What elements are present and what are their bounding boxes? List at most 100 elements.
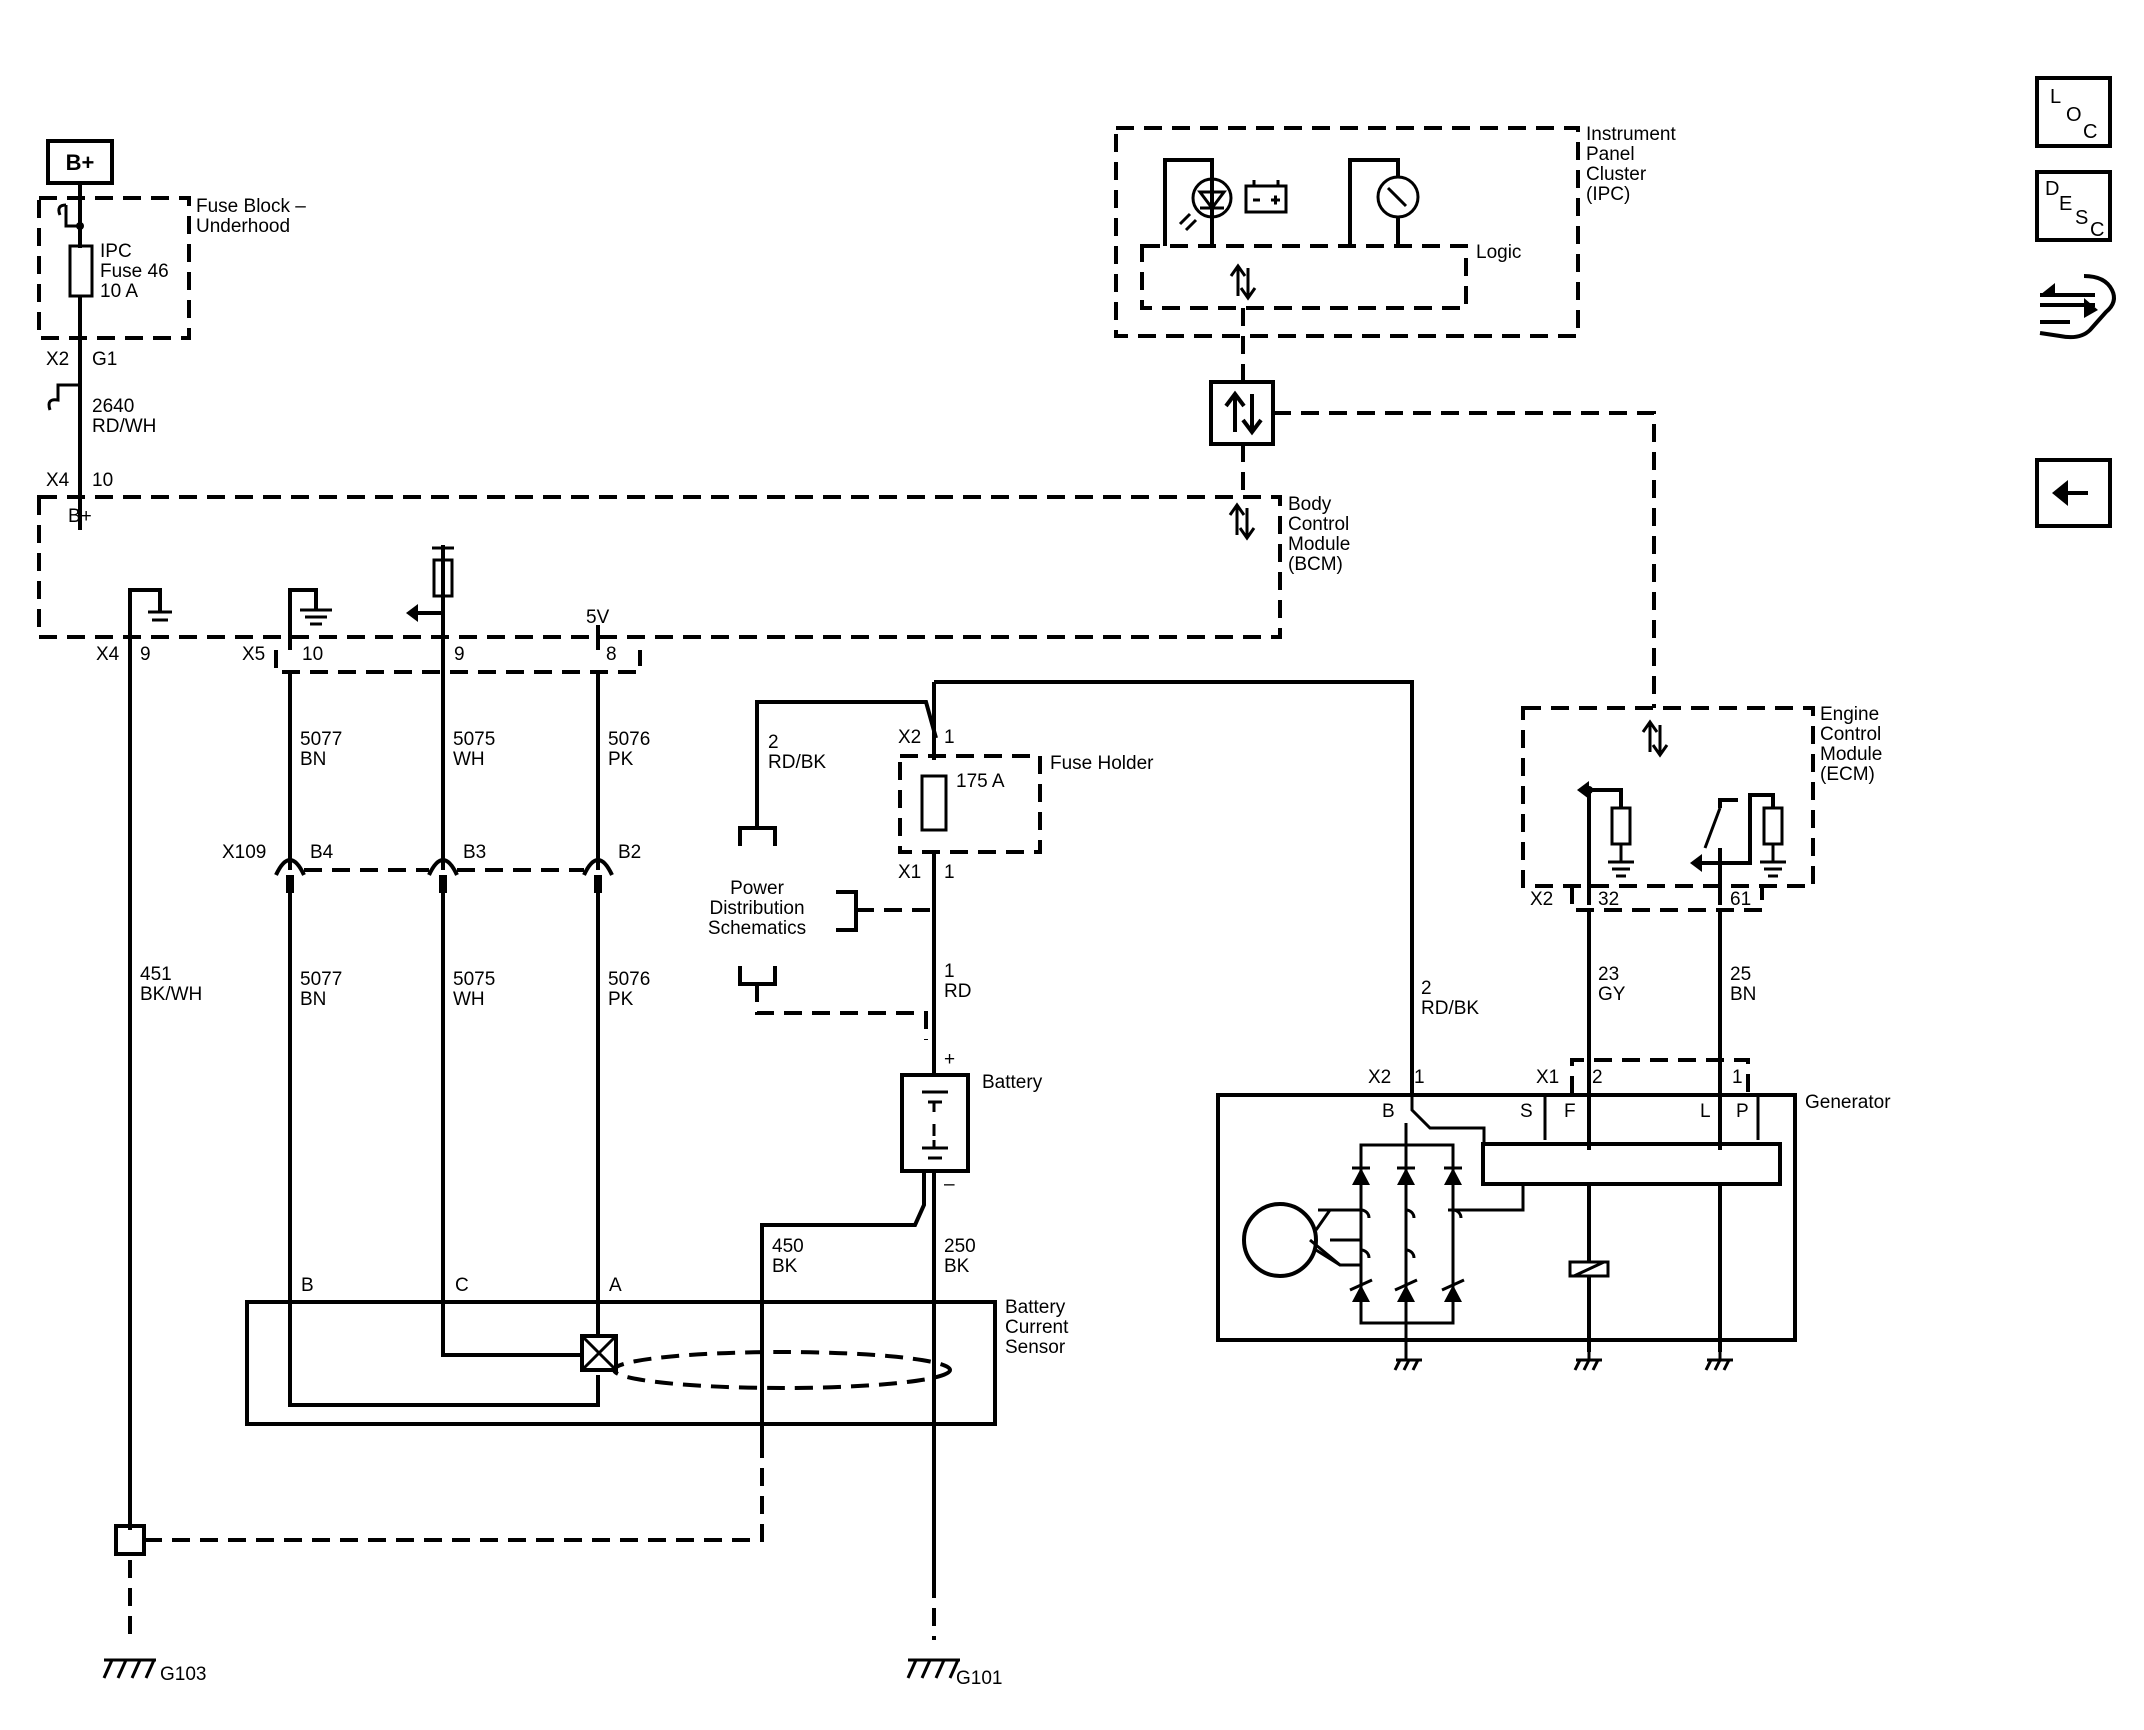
ipc-title: Instrument	[1586, 124, 1676, 145]
power-dist-label: Power	[730, 878, 785, 899]
x109-connector	[274, 858, 614, 876]
ipc-title: Panel	[1586, 144, 1635, 165]
battery-minus: –	[944, 1174, 955, 1195]
arrow-left-icon	[1690, 854, 1702, 872]
bcm-title: Body	[1288, 494, 1332, 515]
wire-number: 2	[768, 732, 779, 753]
wire-number: 5075	[453, 969, 495, 990]
pin-label: B	[301, 1275, 314, 1296]
ground-icon	[1608, 844, 1634, 878]
bcm-data-arrows-icon	[1228, 502, 1256, 541]
battery-current-sensor: B C A Battery Current Sensor	[245, 1275, 1069, 1426]
connector-label: X2	[898, 727, 921, 748]
arrow-left-icon	[2052, 480, 2068, 506]
wire-number: 5076	[608, 729, 650, 750]
wire-number: 5076	[608, 969, 650, 990]
desc-letter: D	[2045, 178, 2059, 200]
ecm-switch-icon	[1703, 807, 1722, 849]
connector-label: X2	[46, 349, 69, 370]
bplus-label: B+	[66, 150, 95, 175]
pin-label: 32	[1598, 889, 1619, 910]
ecm-title: Control	[1820, 724, 1881, 745]
ground-icon	[300, 608, 332, 626]
wire-color: BK	[772, 1256, 798, 1277]
wire-number: 450	[772, 1236, 804, 1257]
wire-2-rdbk	[934, 680, 1414, 1095]
ground-g103-icon	[102, 1658, 156, 1679]
ecm-resistor-icon	[1610, 806, 1632, 846]
pin-label: 9	[454, 644, 465, 665]
diagnostic-tool-icon[interactable]	[2039, 274, 2116, 340]
wire-number: 250	[944, 1236, 976, 1257]
terminal-label: L	[1700, 1101, 1711, 1122]
description-button[interactable]: D E S C	[2035, 170, 2112, 242]
pin-label: 1	[1414, 1067, 1425, 1088]
ground-g101-icon	[906, 1658, 960, 1679]
connector-label: X4	[46, 470, 70, 491]
sensor-title: Battery	[1005, 1297, 1066, 1318]
side-nav: L O C D E S C	[2035, 76, 2116, 528]
wire-number: 2	[1421, 978, 1432, 999]
pin-label: 61	[1730, 889, 1751, 910]
body-control-module: B+ Body Control Module (BCM) 5V X4 9 X5 …	[37, 494, 1350, 674]
sensor-element-icon	[580, 1334, 618, 1372]
ipc-data-arrows-icon	[1229, 263, 1257, 301]
back-button[interactable]	[2035, 458, 2112, 528]
terminal-label: S	[1520, 1101, 1533, 1122]
loc-letter: L	[2050, 86, 2061, 108]
terminal-label: B	[1382, 1101, 1395, 1122]
fuse-label: 10 A	[100, 281, 138, 302]
fuse-label: Fuse 46	[100, 261, 169, 282]
pin-label: 1	[944, 862, 955, 883]
fuse-175a-symbol	[920, 774, 948, 832]
battery-plus: +	[944, 1049, 955, 1070]
power-dist-label: Schematics	[708, 918, 806, 939]
wire-color: BK/WH	[140, 984, 202, 1005]
ecm-data-arrows-icon	[1641, 719, 1669, 758]
location-button[interactable]: L O C	[2035, 76, 2112, 148]
ground-icon	[1573, 1358, 1602, 1371]
bcm-title: Module	[1288, 534, 1350, 555]
arrow-left-icon	[406, 604, 418, 622]
pin-label: 10	[302, 644, 323, 665]
gauge-icon	[1376, 175, 1420, 219]
connector-label: X2	[1530, 889, 1553, 910]
wire-color: WH	[453, 749, 485, 770]
fuse-block-underhood: B+ IPC Fuse 46 10 A Fuse Block – Underho…	[37, 139, 306, 530]
loc-letter: C	[2083, 121, 2097, 143]
terminal-label: P	[1736, 1101, 1749, 1122]
fuse-46-symbol	[68, 244, 94, 298]
wire-color: PK	[608, 749, 634, 770]
ipc-title: (IPC)	[1586, 184, 1630, 205]
fuse-label: IPC	[100, 241, 132, 262]
pin-label: 2	[1592, 1067, 1603, 1088]
fuse-block-title: Fuse Block –	[196, 196, 306, 217]
connector-label: X1	[898, 862, 921, 883]
generator-title: Generator	[1805, 1092, 1891, 1113]
battery-title: Battery	[982, 1072, 1043, 1093]
ground-icon	[148, 610, 172, 622]
ecm-resistor-icon	[1762, 806, 1784, 846]
battery-indicator-icon	[1244, 184, 1288, 214]
indicator-lamp-icon	[1191, 177, 1233, 219]
bcm-wiring: G103 451 BK/WH 5077 BN 5075 WH 5076 PK X…	[102, 650, 764, 1685]
ground-icon	[1760, 844, 1786, 878]
pullup-resistor-icon	[432, 558, 454, 598]
fuse-holder-title: Fuse Holder	[1050, 753, 1154, 774]
wire-color: WH	[453, 989, 485, 1010]
bcm-title: (BCM)	[1288, 554, 1343, 575]
wire-color: RD	[944, 981, 971, 1002]
wire-color: BN	[1730, 984, 1756, 1005]
wire-color: BK	[944, 1256, 970, 1277]
battery-circuit: 2 RD/BK Power Distribution Schematics X2…	[708, 680, 1414, 1689]
wire-number: 451	[140, 964, 172, 985]
stator-winding-icon	[1242, 1202, 1318, 1278]
ecm-title: Module	[1820, 744, 1882, 765]
wire-number: 2640	[92, 396, 134, 417]
wire-color: BN	[300, 989, 326, 1010]
wire-number: 5077	[300, 969, 342, 990]
pin-label: 1	[944, 727, 955, 748]
wire-450	[760, 1171, 926, 1440]
generator: X2 1 X1 2 1 Generator B S F L P	[1216, 1058, 1891, 1371]
